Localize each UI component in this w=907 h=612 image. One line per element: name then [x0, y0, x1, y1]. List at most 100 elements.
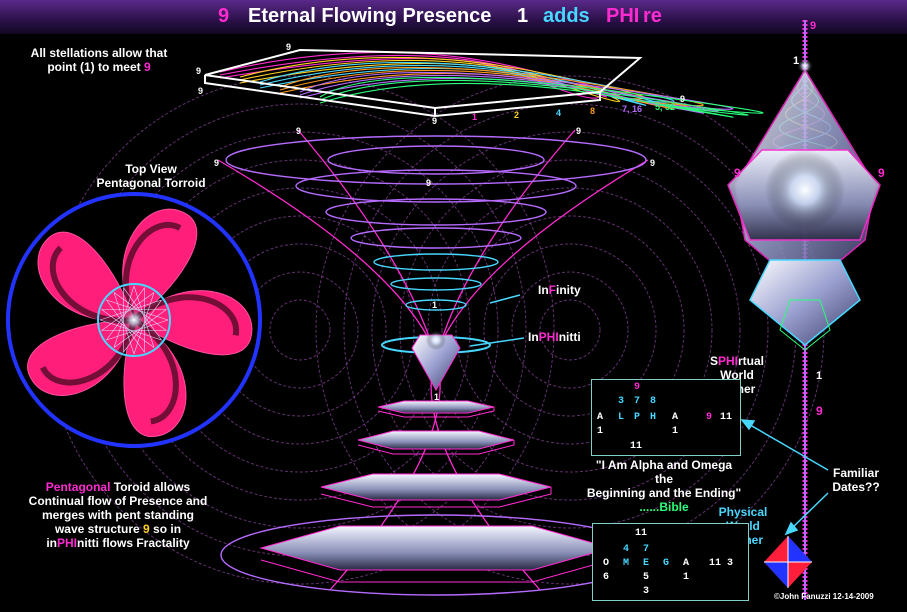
prism-nine-bottom-left: 9 [198, 86, 204, 96]
axis-bottom-one: 1 [816, 370, 823, 382]
hex-plate-edge [377, 407, 495, 418]
omega-panel: 11 4 7 O M E G A 11 3 6 5 1 3 [592, 523, 749, 601]
series-curve [319, 76, 764, 114]
title-adds: adds [543, 5, 590, 27]
alpha-one: 1 [597, 426, 604, 437]
alpha-right-eleven: 11 [720, 412, 733, 423]
omega-bottom: 3 [643, 586, 650, 597]
series-curve [299, 71, 734, 110]
title-nine: 9 [218, 5, 230, 27]
right-polyhedron [727, 20, 881, 600]
axis-one: 1 [793, 55, 800, 67]
axis-bottom-nine: 9 [816, 404, 823, 418]
series-curve [239, 62, 621, 103]
alpha-digit: 8 [650, 396, 657, 407]
series-label: 4 [556, 108, 562, 118]
wave-ring [129, 159, 471, 501]
series-curve [279, 66, 704, 107]
series-label: 8 [590, 106, 596, 116]
inphinitti-label: InPHInitti [528, 330, 581, 344]
title-re: re [643, 5, 662, 27]
omega-letter: O [603, 558, 610, 569]
cone-ring [390, 277, 482, 291]
wave-ring [371, 131, 769, 529]
torroid-petal [37, 231, 135, 324]
hex-plate-edge [357, 440, 515, 455]
prism-nine-top: 9 [286, 42, 292, 52]
stellation-note: All stellations allow that point (1) to … [30, 46, 168, 74]
axis-nine-left: 9 [734, 166, 741, 180]
cone-ring [325, 198, 547, 226]
octahedron-logo-icon [764, 536, 812, 588]
familiar-dates-label: Familiar Dates?? [832, 466, 880, 494]
cone-nine-top-left: 9 [296, 126, 302, 136]
torroid-petal [131, 290, 253, 356]
alpha-letter: A [672, 412, 679, 423]
series-label: 5, 32 [655, 102, 676, 112]
cone-nine-mid-right: 9 [650, 158, 656, 168]
alpha-letter: H [650, 412, 657, 423]
torroid-petal [123, 317, 187, 438]
wave-ring [213, 243, 387, 417]
center-gem [381, 330, 491, 392]
alpha-right-nine: 9 [706, 412, 713, 423]
omega-letter: M [623, 558, 630, 569]
series-curve [319, 82, 734, 118]
wave-ring [269, 299, 331, 361]
wave-ring [483, 243, 657, 417]
title-one: 1 [517, 5, 529, 27]
series-label: 2 [514, 110, 520, 120]
bible-quote: "I Am Alpha and Omega the Beginning and … [586, 458, 742, 514]
series-curve [319, 79, 749, 116]
annotation-arrows [469, 294, 829, 536]
wave-ring [539, 299, 601, 361]
cone-ring [225, 135, 647, 185]
wave-ring [399, 159, 741, 501]
prism-nine-left: 9 [196, 66, 202, 76]
alpha-digit: 7 [634, 396, 641, 407]
cone-ring [350, 227, 522, 249]
cone-ring [405, 299, 467, 311]
cone-one: 1 [432, 300, 438, 310]
wave-ring [511, 271, 629, 389]
alpha-panel: 9 3 7 8 A L P H A 9 11 1 1 11 [591, 379, 741, 456]
hex-plate-edge [320, 487, 552, 508]
title-bar [0, 0, 907, 34]
omega-letter: E [643, 558, 650, 569]
top-prism [204, 48, 764, 118]
cone-nine-center: 9 [426, 178, 432, 188]
infinity-label: InFinity [538, 283, 581, 297]
cone-nine-top-right: 9 [576, 126, 582, 136]
omega-digit: 4 [623, 544, 630, 555]
cone-ring [327, 145, 545, 175]
cone-nine-mid-left: 9 [214, 158, 220, 168]
wave-ring [455, 215, 685, 445]
omega-row3: 6 [603, 572, 610, 583]
top-view-label: Top View Pentagonal Torroid [96, 162, 206, 190]
omega-top: 11 [635, 528, 648, 539]
alpha-top: 9 [634, 382, 641, 393]
omega-letter: A [683, 558, 690, 569]
pentagonal-torroid-view [6, 192, 262, 448]
copyright: ©John Fanuzzi 12-14-2009 [774, 592, 874, 601]
prism-nine-bottom: 9 [432, 116, 438, 126]
alpha-digit: 3 [618, 396, 625, 407]
hex-plate [357, 430, 515, 450]
alpha-one: 1 [672, 426, 679, 437]
alpha-letter: P [634, 412, 641, 423]
alpha-bottom: 11 [630, 441, 643, 452]
hex-plate [320, 473, 552, 501]
title-text: Eternal Flowing Presence [248, 5, 492, 27]
title-phi: PHI [606, 5, 640, 27]
cone-ring [295, 169, 577, 203]
hex-plate [377, 400, 495, 414]
cone-inner-one: 1 [434, 392, 440, 402]
prism-nine-right: 9 [680, 94, 686, 104]
series-label: 1 [472, 112, 478, 122]
alpha-letter: A [597, 412, 604, 423]
cone-ring [373, 253, 499, 271]
omega-digit: 7 [643, 544, 650, 555]
omega-row3: 5 [643, 572, 650, 583]
